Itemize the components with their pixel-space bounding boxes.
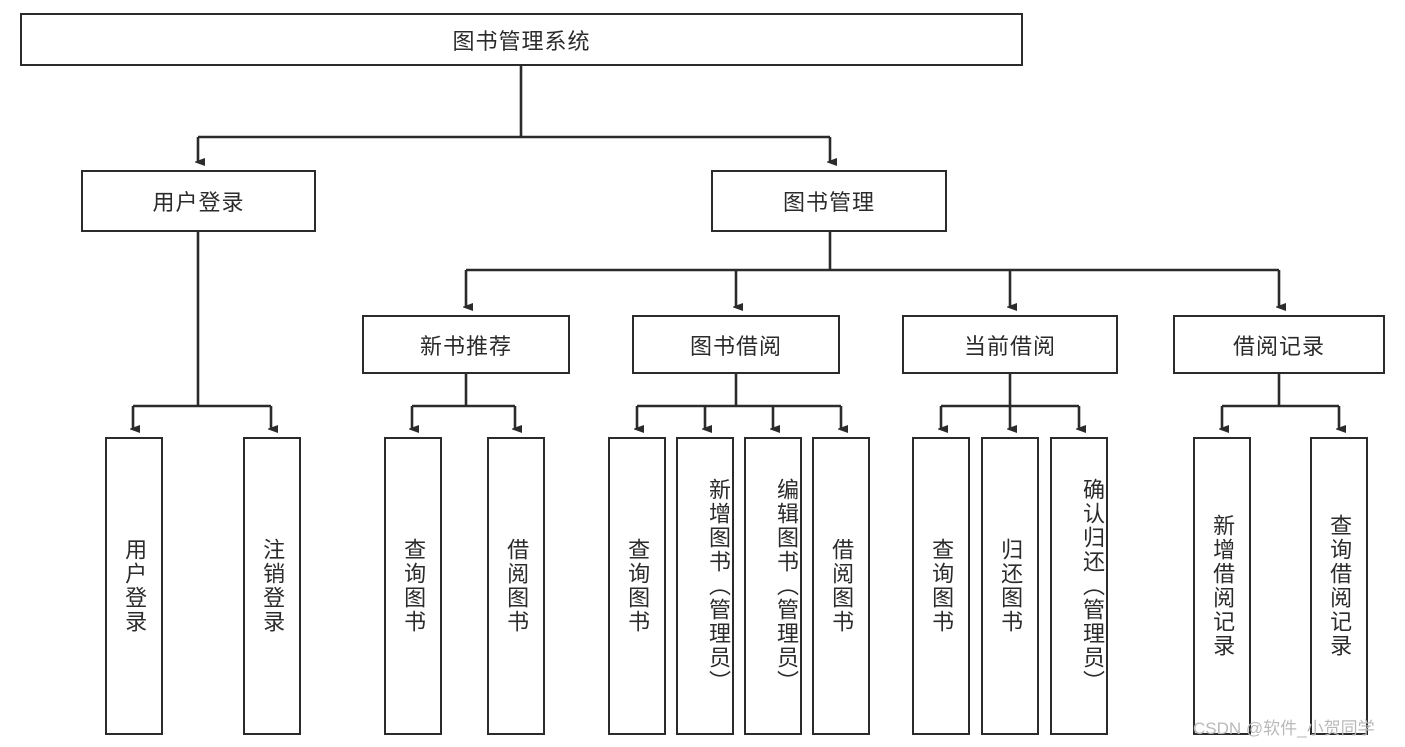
node-label: 图书管理系统 [452, 28, 591, 54]
node-label: 用户登录 [152, 190, 245, 215]
leaf-add-book-admin[interactable]: 新增图书（管理员） [676, 437, 734, 735]
node-label: 注销登录 [260, 538, 286, 634]
node-borrowing-record[interactable]: 借阅记录 [1173, 315, 1385, 374]
node-label: 编辑图书（管理员） [774, 478, 799, 694]
leaf-user-login[interactable]: 用户登录 [105, 437, 163, 735]
node-book-management[interactable]: 图书管理 [711, 170, 947, 232]
node-book-borrowing[interactable]: 图书借阅 [632, 315, 840, 374]
csdn-watermark: CSDN @软件_小贺同学 [1193, 719, 1375, 738]
node-current-borrowing[interactable]: 当前借阅 [902, 315, 1118, 374]
leaf-return-book[interactable]: 归还图书 [981, 437, 1039, 735]
leaf-query-book-current[interactable]: 查询图书 [912, 437, 970, 735]
node-label: 查询图书 [401, 538, 427, 634]
node-label: 借阅图书 [829, 538, 855, 634]
leaf-confirm-return-admin[interactable]: 确认归还（管理员） [1050, 437, 1108, 735]
leaf-query-borrow-record[interactable]: 查询借阅记录 [1310, 437, 1368, 735]
node-label: 当前借阅 [963, 333, 1056, 359]
node-label: 借阅图书 [504, 538, 530, 634]
leaf-borrow-book[interactable]: 借阅图书 [812, 437, 870, 735]
leaf-add-borrow-record[interactable]: 新增借阅记录 [1193, 437, 1251, 735]
leaf-edit-book-admin[interactable]: 编辑图书（管理员） [744, 437, 802, 735]
leaf-query-book-new[interactable]: 查询图书 [384, 437, 442, 735]
leaf-logout[interactable]: 注销登录 [243, 437, 301, 735]
node-label: 新增图书（管理员） [706, 478, 731, 694]
node-label: 借阅记录 [1232, 333, 1325, 359]
leaf-query-book-borrow[interactable]: 查询图书 [608, 437, 666, 735]
node-label: 查询图书 [929, 538, 955, 634]
node-user-login[interactable]: 用户登录 [81, 170, 316, 232]
node-label: 图书管理 [782, 190, 875, 215]
node-root-book-management-system[interactable]: 图书管理系统 [20, 13, 1023, 66]
node-label: 新书推荐 [419, 333, 512, 359]
node-label: 查询图书 [625, 538, 651, 634]
node-label: 新增借阅记录 [1210, 514, 1236, 658]
node-label: 查询借阅记录 [1327, 514, 1353, 658]
node-label: 确认归还（管理员） [1080, 478, 1105, 694]
leaf-borrow-book-new[interactable]: 借阅图书 [487, 437, 545, 735]
node-label: 用户登录 [122, 538, 148, 634]
node-label: 图书借阅 [689, 333, 782, 359]
node-label: 归还图书 [998, 538, 1024, 634]
node-new-book-recommendation[interactable]: 新书推荐 [362, 315, 570, 374]
